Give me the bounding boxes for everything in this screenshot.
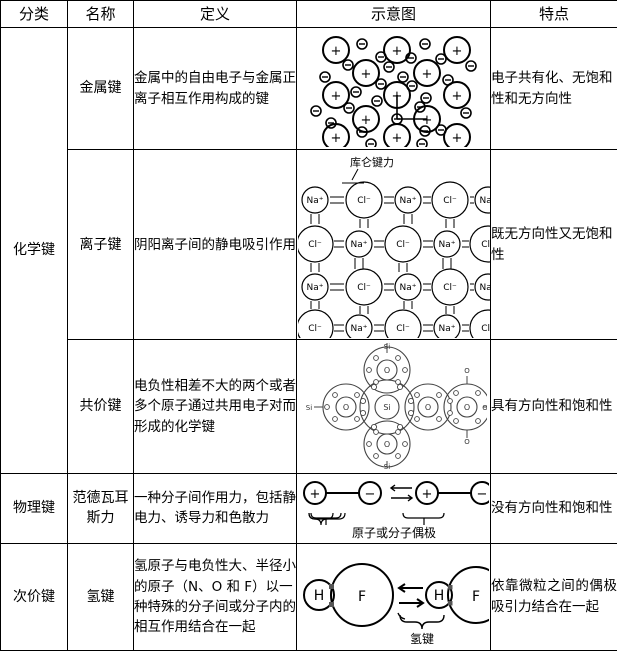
svg-text:+: + [309, 487, 320, 502]
svg-text:+: + [360, 113, 371, 128]
svg-text:Cl⁻: Cl⁻ [357, 283, 371, 293]
svg-text:Na⁺: Na⁺ [438, 240, 455, 250]
header-feature: 特点 [490, 0, 617, 28]
svg-text:+: + [451, 89, 462, 104]
table-row: 化学键 金属键 金属中的自由电子与金属正离子相互作用构成的键 + + [0, 26, 617, 474]
name-cell-covalent-bond: 共价键 [67, 339, 134, 474]
svg-text:Cl⁻: Cl⁻ [443, 196, 457, 206]
svg-text:Na⁺: Na⁺ [306, 196, 323, 206]
svg-text:+: + [421, 487, 432, 502]
header-definition: 定义 [133, 0, 297, 28]
definition-cell-hydrogen-bond: 氢原子与电负性大、半径小的原子（N、O 和 F）以一种特殊的分子间或分子内的相互… [133, 542, 297, 651]
definition-cell-metallic-bond: 金属中的自由电子与金属正离子相互作用构成的键 [133, 26, 297, 151]
svg-text:Cl⁻: Cl⁻ [481, 324, 490, 334]
svg-text:Cl⁻: Cl⁻ [308, 240, 322, 250]
feature-cell-hydrogen-bond: 依靠微粒之间的偶极吸引力结合在一起 [490, 542, 617, 651]
svg-text:+: + [421, 67, 432, 82]
svg-text:Cl⁻: Cl⁻ [396, 240, 410, 250]
svg-text:+: + [330, 44, 341, 59]
feature-cell-van-der-waals: 没有方向性和饱和性 [490, 472, 617, 544]
svg-text:O: O [342, 403, 348, 412]
header-category: 分类 [0, 0, 68, 28]
svg-text:H: H [313, 588, 324, 604]
svg-text:F: F [357, 589, 365, 605]
svg-text:O: O [463, 403, 469, 412]
svg-text:H: H [433, 588, 444, 604]
header-diagram: 示意图 [296, 0, 491, 28]
svg-text:Cl⁻: Cl⁻ [308, 324, 322, 334]
category-cell-chemical-bond: 化学键 [0, 27, 68, 474]
svg-text:+: + [330, 131, 341, 146]
metallic-bond-diagram: +++ ++ +++ ++ +++ [309, 35, 477, 147]
svg-text:Cl⁻: Cl⁻ [396, 324, 410, 334]
svg-text:Na⁺: Na⁺ [479, 283, 490, 293]
svg-text:Na⁺: Na⁺ [350, 240, 367, 250]
table-row: 次价键 氢键 氢原子与电负性大、半径小的原子（N、O 和 F）以一种特殊的分子间… [0, 542, 617, 651]
svg-text:O: O [464, 367, 470, 375]
coulomb-force-label: 库仑键力 [350, 155, 394, 169]
svg-text:O: O [482, 404, 487, 412]
definition-cell-ionic-bond: 阴阳离子间的静电吸引作用 [133, 149, 297, 341]
table-row: 离子键 阴阳离子间的静电吸引作用 库仑键力 Na⁺Cl⁻N [1, 149, 617, 341]
svg-text:+: + [391, 131, 402, 146]
hydrogen-bond-caption: 氢键 [409, 631, 433, 646]
svg-text:Cl⁻: Cl⁻ [357, 196, 371, 206]
svg-text:Na⁺: Na⁺ [438, 324, 455, 334]
svg-text:+: + [360, 67, 371, 82]
svg-text:Na⁺: Na⁺ [399, 283, 416, 293]
table-row: 共价键 电负性相差不大的两个或者多个原子通过共用电子对而形成的化学键 [1, 339, 617, 474]
svg-text:Si: Si [383, 463, 389, 471]
ionic-lattice-diagram: 库仑键力 Na⁺ Cl⁻ Na⁺ Cl⁻ Na⁺ Cl⁻ Na⁺ Cl⁻ Na⁺ Cl⁻ Na⁺… [297, 155, 490, 338]
svg-text:−: − [476, 487, 487, 502]
table-row: 物理键 范德瓦耳斯力 一种分子间作用力，包括静电力、诱导力和色散力 + − [0, 472, 617, 544]
dipole-caption: 原子或分子偶极 [351, 526, 435, 540]
svg-text:+: + [421, 113, 432, 128]
diagram-cell-van-der-waals: + − + − 原子或分子偶极 [296, 472, 491, 544]
svg-text:O: O [383, 366, 389, 375]
feature-cell-covalent-bond: 具有方向性和饱和性 [490, 339, 617, 474]
diagram-cell-covalent-bond: Si O O O O O [296, 339, 491, 474]
diagram-cell-metallic-bond: +++ ++ +++ ++ +++ [296, 26, 491, 151]
svg-text:Si: Si [383, 403, 390, 412]
svg-text:O: O [464, 438, 470, 446]
svg-text:Na⁺: Na⁺ [306, 283, 323, 293]
name-cell-ionic-bond: 离子键 [67, 149, 134, 341]
header-name: 名称 [67, 0, 134, 28]
svg-text:Na⁺: Na⁺ [399, 196, 416, 206]
definition-cell-van-der-waals: 一种分子间作用力，包括静电力、诱导力和色散力 [133, 472, 297, 544]
svg-text:+: + [391, 44, 402, 59]
svg-text:+: + [330, 89, 341, 104]
table-header-row: 分类 名称 定义 示意图 特点 [0, 0, 617, 28]
svg-text:Na⁺: Na⁺ [479, 196, 490, 206]
svg-text:+: + [451, 44, 462, 59]
svg-text:Cl⁻: Cl⁻ [481, 240, 490, 250]
covalent-bond-diagram: Si O O O O O [305, 342, 487, 471]
category-cell-secondary-bond: 次价键 [0, 542, 68, 651]
dipole-diagram: + − + − 原子或分子偶极 [302, 481, 489, 540]
name-cell-metallic-bond: 金属键 [67, 26, 134, 151]
diagram-cell-ionic-bond: 库仑键力 Na⁺ Cl⁻ Na⁺ Cl⁻ Na⁺ Cl⁻ Na⁺ Cl⁻ Na⁺ Cl⁻ Na⁺… [296, 149, 491, 341]
svg-text:Si: Si [305, 404, 311, 412]
svg-text:F: F [471, 589, 479, 605]
svg-text:−: − [364, 487, 375, 502]
svg-text:Cl⁻: Cl⁻ [443, 283, 457, 293]
category-cell-physical-bond: 物理键 [0, 472, 68, 544]
svg-text:O: O [424, 403, 430, 412]
name-cell-hydrogen-bond: 氢键 [67, 542, 134, 651]
svg-text:Si: Si [383, 343, 389, 351]
svg-text:Na⁺: Na⁺ [350, 324, 367, 334]
feature-cell-metallic-bond: 电子共有化、无饱和性和无方向性 [490, 26, 617, 151]
svg-text:O: O [383, 440, 389, 449]
feature-cell-ionic-bond: 既无方向性又无饱和性 [490, 149, 617, 341]
definition-cell-covalent-bond: 电负性相差不大的两个或者多个原子通过共用电子对而形成的化学键 [133, 339, 297, 474]
name-cell-van-der-waals: 范德瓦耳斯力 [67, 472, 134, 544]
svg-text:+: + [451, 131, 462, 146]
